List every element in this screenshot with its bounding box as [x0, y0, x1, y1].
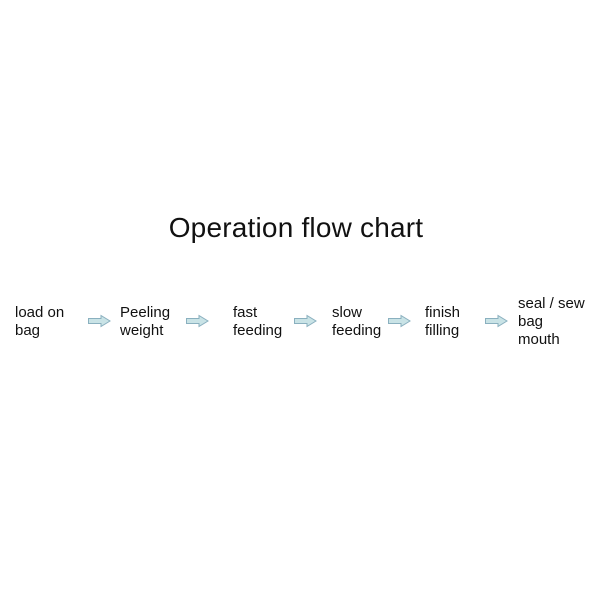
flow-step-load-on-bag: load on bag	[15, 304, 65, 339]
flow-step-fast-feeding: fast feeding	[233, 304, 283, 339]
flow-step-seal-sew-bag-mouth: seal / sew bag mouth	[518, 295, 585, 348]
flow-step-peeling-weight: Peeling weight	[120, 304, 171, 339]
right-arrow-icon	[485, 314, 508, 328]
right-arrow-icon	[88, 314, 111, 328]
right-arrow-icon	[388, 314, 411, 328]
right-arrow-icon	[186, 314, 209, 328]
right-arrow-icon	[294, 314, 317, 328]
chart-title: Operation flow chart	[168, 212, 424, 243]
flow-step-slow-feeding: slow feeding	[332, 304, 382, 339]
flow-step-finish-filling: finish filling	[425, 304, 461, 339]
